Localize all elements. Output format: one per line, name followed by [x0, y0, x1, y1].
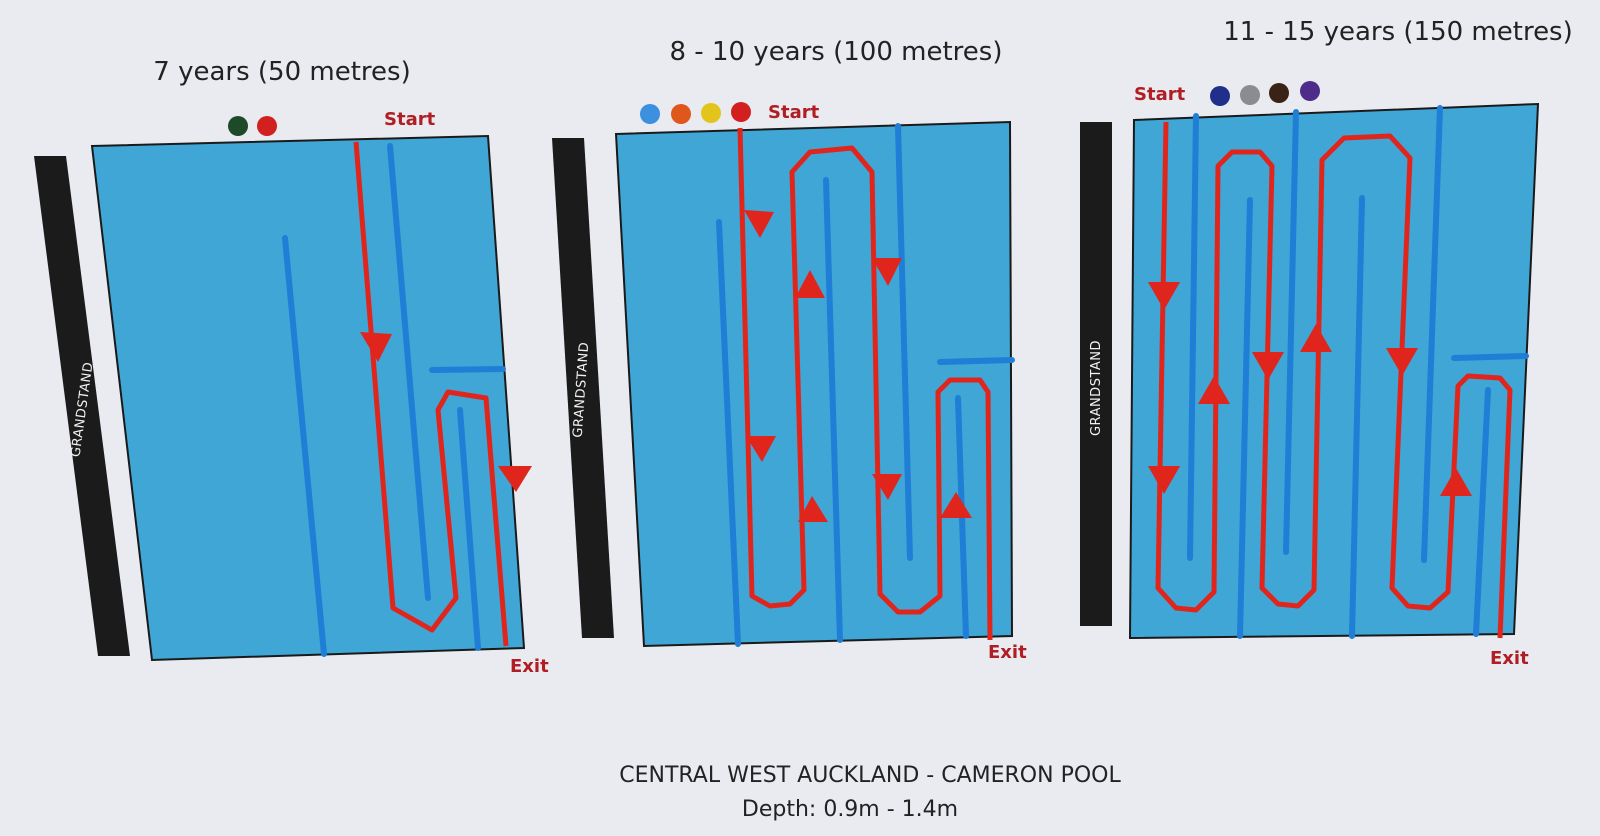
arrow-down [872, 474, 902, 500]
arrow-down [746, 436, 776, 462]
course-diagram-11-15-years: 11 - 15 years (150 metres) Start GRANDST… [1080, 17, 1573, 669]
swim-route [737, 127, 993, 641]
lane-ropes [1187, 105, 1529, 639]
lane-ropes [282, 143, 506, 657]
arrow-down [360, 332, 392, 362]
exit-label: Exit [1490, 648, 1529, 669]
swimmer-dot [671, 104, 691, 124]
venue-name: CENTRAL WEST AUCKLAND - CAMERON POOL [619, 763, 1121, 788]
arrow-up [940, 492, 972, 518]
swimmer-dot [1240, 85, 1260, 105]
pool [90, 134, 526, 662]
swimmer-dot [228, 116, 248, 136]
grandstand-bar [552, 138, 614, 638]
course-diagram-8-10-years: 8 - 10 years (100 metres) Start GRANDSTA… [552, 37, 1027, 663]
arrow-down [1386, 348, 1418, 376]
arrow-up [795, 270, 825, 298]
direction-arrows [1148, 282, 1472, 496]
arrow-up [1300, 324, 1332, 352]
arrow-up [1440, 468, 1472, 496]
grandstand-label: GRANDSTAND [1089, 340, 1104, 436]
swimmer-dot [1269, 83, 1289, 103]
diagram-title: 11 - 15 years (150 metres) [1223, 17, 1573, 47]
diagram-title: 8 - 10 years (100 metres) [670, 37, 1003, 67]
start-label: Start [1134, 84, 1186, 105]
arrow-down [1148, 282, 1180, 310]
diagram-title: 7 years (50 metres) [153, 57, 410, 87]
pool [614, 120, 1014, 648]
direction-arrows [744, 210, 972, 522]
swimmer-dot [257, 116, 277, 136]
swim-route [1155, 121, 1513, 639]
course-diagram-7-years: 7 years (50 metres) Start GRANDSTAND Exi… [34, 57, 549, 677]
exit-label: Exit [510, 656, 549, 677]
start-label: Start [384, 109, 436, 130]
swimmer-dot [731, 102, 751, 122]
swimmer-dot [701, 103, 721, 123]
arrow-up [1198, 376, 1230, 404]
grandstand-label: GRANDSTAND [571, 341, 593, 438]
direction-arrows [360, 332, 532, 492]
footer: CENTRAL WEST AUCKLAND - CAMERON POOL Dep… [619, 763, 1121, 822]
arrow-down [1252, 352, 1284, 380]
swim-route [353, 141, 509, 647]
arrow-down [744, 210, 774, 238]
exit-label: Exit [988, 642, 1027, 663]
arrow-down [498, 466, 532, 492]
swimmer-dot [1300, 81, 1320, 101]
arrow-down [1148, 466, 1180, 494]
arrow-up [798, 496, 828, 522]
swimmer-dot [640, 104, 660, 124]
lane-ropes [716, 123, 1015, 647]
depth-info: Depth: 0.9m - 1.4m [742, 797, 958, 822]
arrow-down [872, 258, 902, 286]
grandstand-bar [1080, 122, 1112, 626]
start-label: Start [768, 102, 820, 123]
swimmer-dot [1210, 86, 1230, 106]
grandstand-bar [34, 156, 130, 656]
